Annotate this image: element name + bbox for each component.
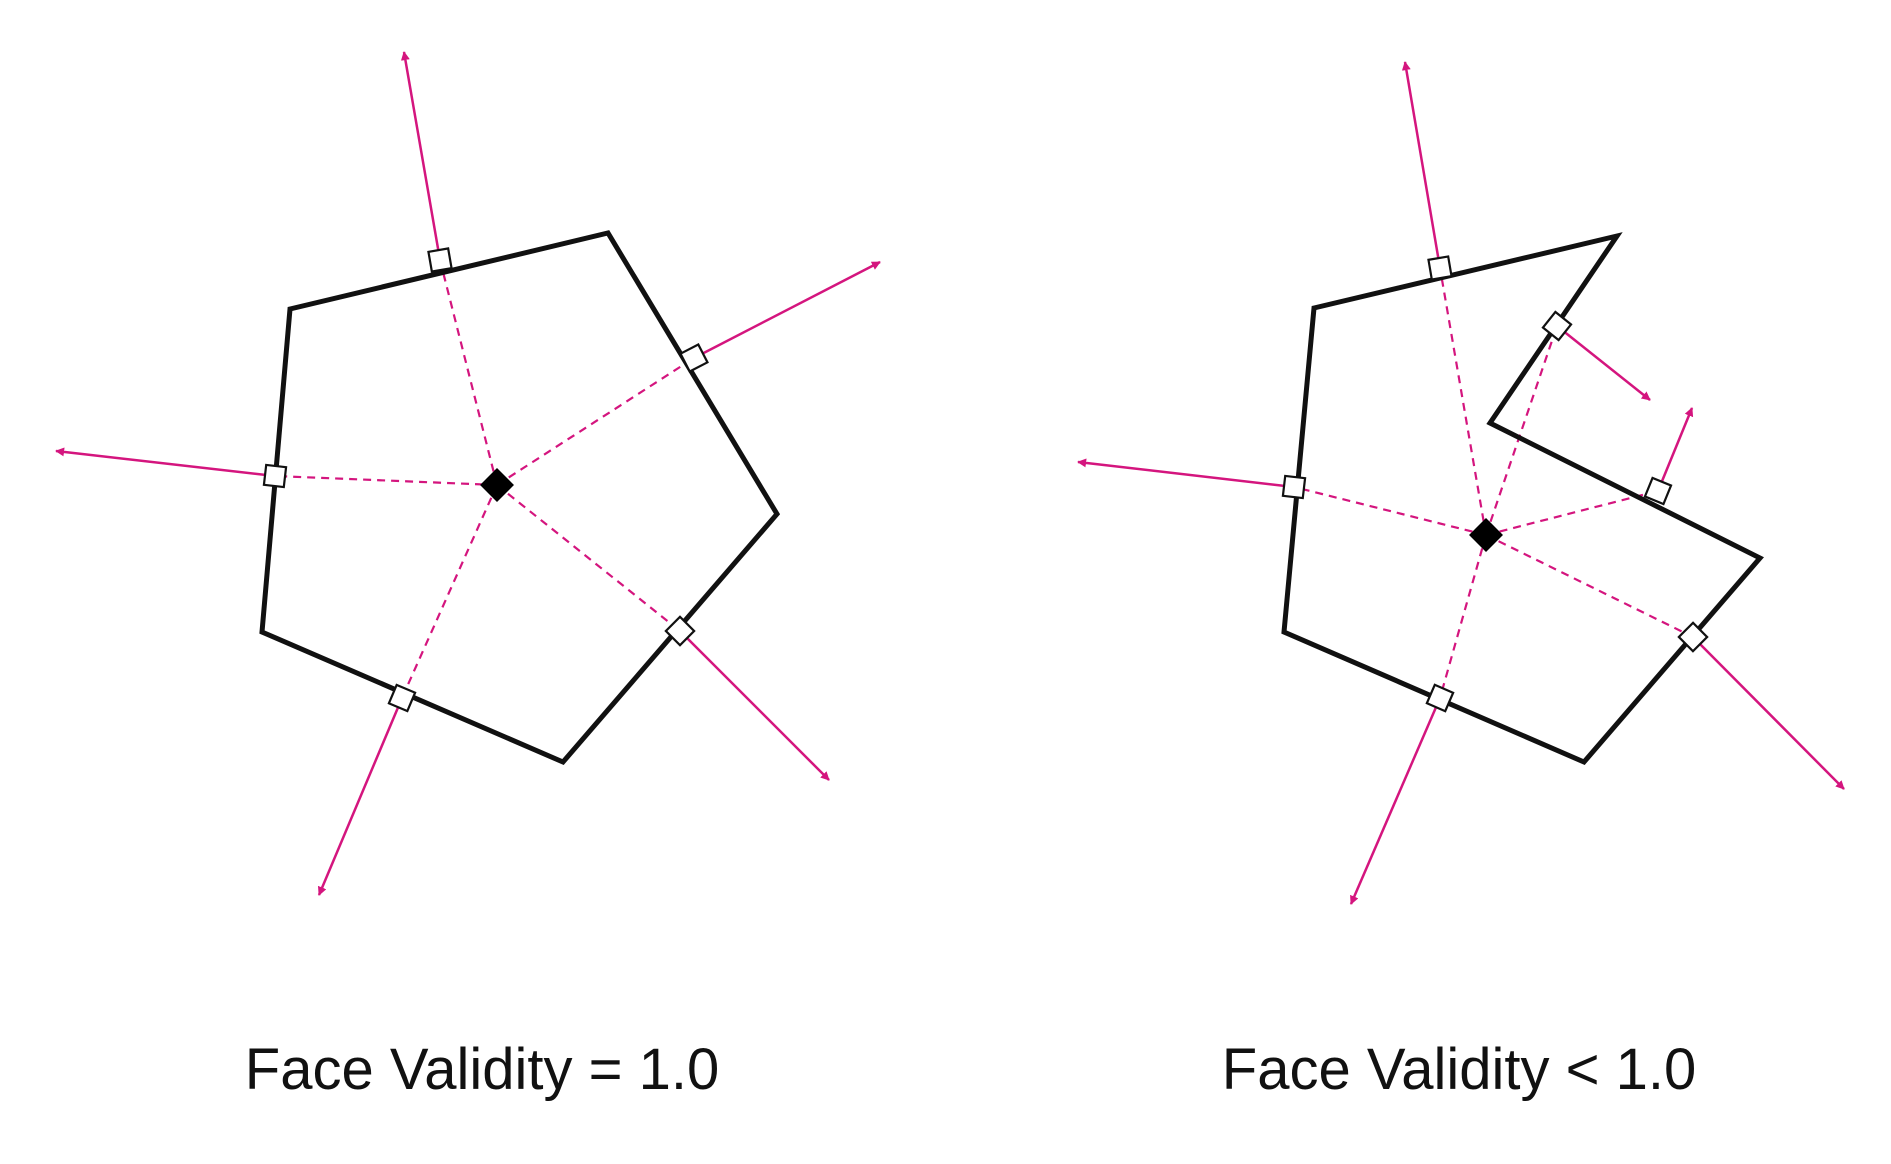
dashed-center-line-5: [496, 484, 681, 632]
right-angle-marker-3: [1643, 476, 1673, 506]
dashed-center-line-3: [1485, 489, 1659, 537]
normal-arrow-5: [679, 630, 830, 781]
right-angle-marker-5: [1425, 683, 1455, 713]
caption-right: Face Validity < 1.0: [1221, 1037, 1697, 1102]
normal-arrow-3: [1656, 407, 1694, 492]
convex-face-panel: [55, 51, 881, 896]
right-angle-marker-3: [262, 463, 288, 489]
face-outline: [259, 230, 781, 766]
dashed-center-line-1: [1438, 267, 1488, 536]
dashed-center-line-4: [1293, 485, 1487, 537]
normal-arrow-6: [1692, 636, 1845, 790]
right-angle-marker-5: [664, 615, 696, 647]
normal-arrow-2: [1556, 325, 1651, 401]
face-outline: [1281, 232, 1764, 766]
dashed-center-line-6: [1485, 534, 1694, 638]
caption-left: Face Validity = 1.0: [244, 1037, 720, 1102]
normal-arrow-4: [317, 697, 404, 896]
dashed-center-line-3: [274, 474, 498, 487]
normal-arrow-1: [1401, 61, 1442, 269]
right-angle-marker-4: [387, 683, 417, 713]
dashed-center-line-1: [438, 259, 499, 486]
dashed-center-line-4: [400, 484, 499, 699]
normal-arrow-5: [1349, 697, 1442, 905]
right-angle-marker-1: [427, 247, 453, 273]
centroid-marker: [1469, 518, 1503, 552]
right-angle-marker-1: [1427, 255, 1453, 281]
right-angle-marker-4: [1281, 474, 1307, 500]
normal-arrow-4: [1077, 458, 1295, 489]
dashed-center-line-5: [1438, 534, 1488, 699]
normal-arrow-2: [693, 260, 881, 360]
concave-face-panel: [1077, 61, 1845, 905]
normal-arrow-3: [55, 447, 276, 478]
right-angle-marker-2: [679, 343, 709, 373]
right-angle-marker-2: [1541, 310, 1573, 342]
dashed-center-line-2: [496, 357, 695, 486]
centroid-marker: [480, 468, 514, 502]
normal-arrow-1: [400, 51, 442, 261]
dashed-center-line-2: [1484, 325, 1559, 536]
right-angle-marker-6: [1677, 621, 1709, 653]
